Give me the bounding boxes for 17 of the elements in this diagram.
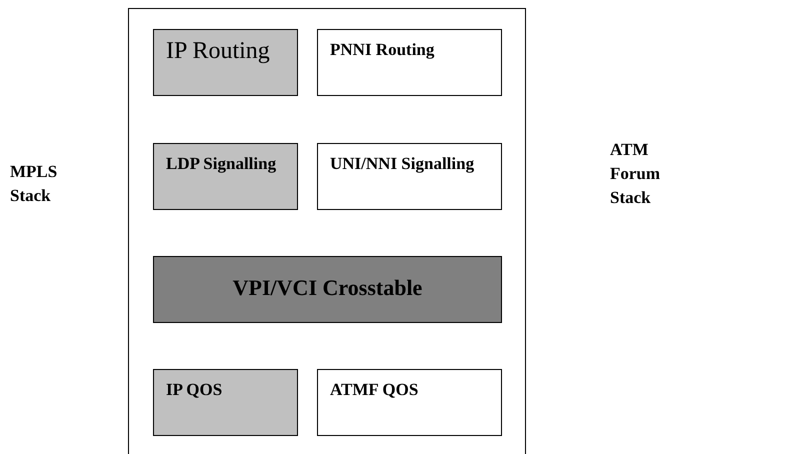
layer-band <box>153 256 502 323</box>
layer-name: IP Routing <box>166 38 270 64</box>
layer-name: ATMF QOS <box>330 380 418 399</box>
layer-name: IP QOS <box>166 380 222 399</box>
stack-label: ATM Forum Stack <box>610 139 662 209</box>
layer-name: LDP Signalling <box>166 154 276 173</box>
layer-box <box>153 369 298 436</box>
stack-frame <box>128 8 526 454</box>
layer-box <box>153 29 298 96</box>
layer-name: PNNI Routing <box>330 40 434 59</box>
layer-box <box>317 143 502 210</box>
layer-box <box>317 29 502 96</box>
stack-label: MPLS Stack <box>10 161 58 207</box>
layer-name: VPI/VCI Crosstable <box>232 275 422 300</box>
layer-box <box>153 143 298 210</box>
layer-name: UNI/NNI Signalling <box>330 154 474 173</box>
layer-box <box>317 369 502 436</box>
